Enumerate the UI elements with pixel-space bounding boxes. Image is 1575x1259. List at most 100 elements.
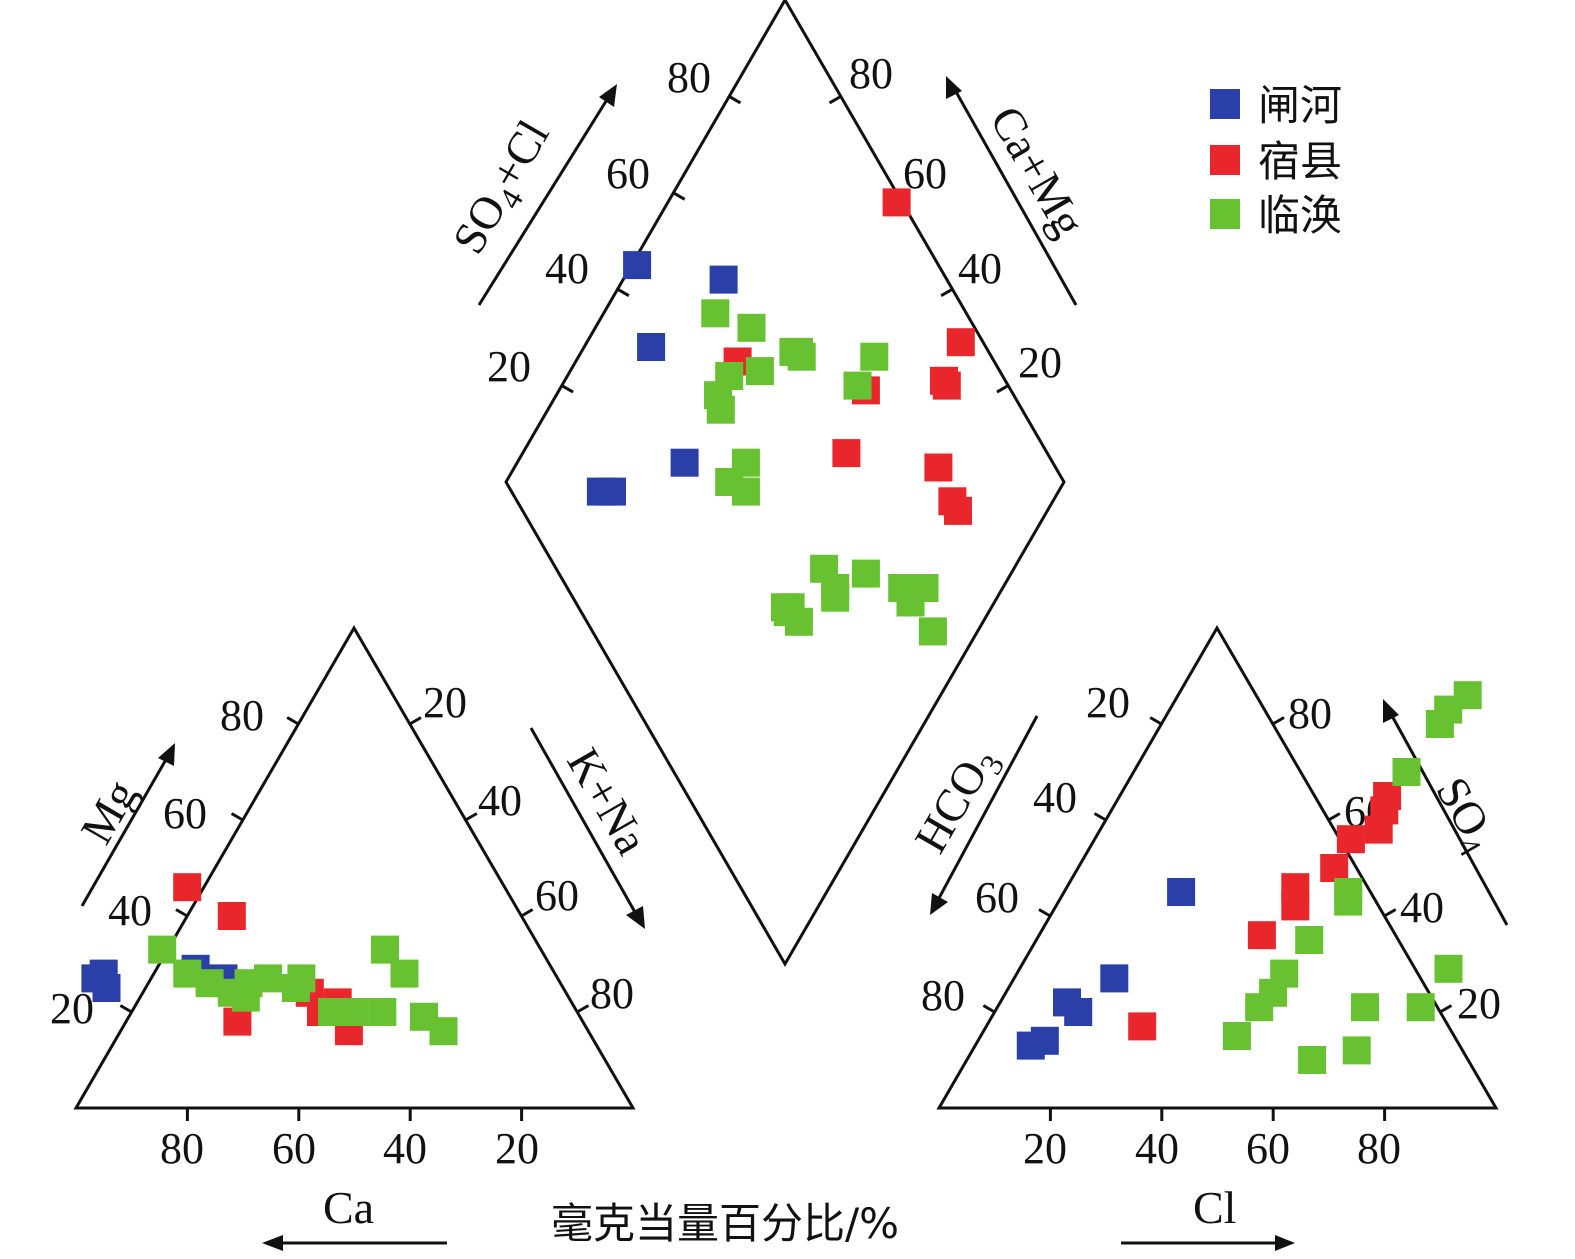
- anion-point-s0-5: [1053, 988, 1081, 1017]
- diamond-point-s1-5: [944, 496, 972, 525]
- anion-point-s2-15: [1259, 978, 1288, 1007]
- axis-title-mg: Mg: [70, 771, 146, 852]
- tick-mg-0: [119, 1004, 133, 1014]
- tick-hco3-1: [1038, 908, 1051, 918]
- tick-mg-3: [286, 716, 300, 726]
- diamond-point-s2-24: [745, 357, 774, 386]
- cation-point-s2-11: [390, 959, 419, 988]
- anion-point-s1-2: [1247, 921, 1276, 950]
- diamond-point-s0-4: [623, 251, 652, 280]
- cation-point-s2-14: [231, 983, 260, 1012]
- diamond-point-s1-9: [924, 453, 953, 482]
- tick-label-camg-80: 80: [849, 49, 893, 98]
- tick-label-so4cl-80: 80: [667, 53, 711, 102]
- tick-label-camg-20: 20: [1018, 338, 1062, 387]
- tick-so4cl-0: [561, 384, 574, 394]
- legend: 闸河 宿县 临涣: [1210, 81, 1342, 240]
- diamond-point-s2-4: [851, 559, 880, 588]
- tick-marks: [119, 95, 1453, 1121]
- anion-point-s1-8: [1281, 873, 1310, 902]
- tick-camg-3: [828, 95, 842, 105]
- tick-label-ca-40: 40: [383, 1124, 427, 1173]
- arrow-so4cl: [477, 84, 617, 306]
- tick-label-kna-20: 20: [423, 678, 467, 727]
- cation-triangle: [73, 625, 636, 1110]
- tick-so4-3: [1272, 716, 1285, 726]
- anion-point-s2-11: [1342, 1036, 1371, 1065]
- tick-hco3-2: [1093, 812, 1107, 822]
- anion-point-s0-1: [1030, 1026, 1059, 1055]
- tick-so4-0: [1439, 1004, 1453, 1014]
- tick-label-hco3-20: 20: [1086, 678, 1130, 727]
- cation-point-s1-1: [217, 902, 246, 930]
- arrow-cl: [1121, 1235, 1295, 1251]
- tick-kna-0: [576, 1004, 590, 1014]
- diamond-point-s2-22: [704, 381, 732, 410]
- tick-label-mg-60: 60: [163, 789, 207, 838]
- tick-so4cl-1: [616, 287, 630, 297]
- anion-point-s1-0: [1128, 1012, 1157, 1041]
- tick-label-so4cl-60: 60: [606, 149, 650, 198]
- axis-title-cl: Cl: [1193, 1182, 1236, 1233]
- diamond-point-s2-11: [771, 593, 799, 622]
- diamond-point-s2-3: [888, 574, 917, 602]
- anion-triangle: [936, 625, 1499, 1110]
- cation-point-s2-9: [368, 998, 397, 1026]
- tick-label-camg-40: 40: [958, 244, 1002, 293]
- tick-hco3-3: [1149, 716, 1163, 726]
- diamond-point-s0-3: [598, 477, 626, 506]
- tick-label-kna-80: 80: [590, 969, 634, 1018]
- diamond-point-s2-23: [779, 337, 808, 366]
- axis-title-so4cl: SO4​+Cl: [442, 112, 564, 266]
- tick-so4cl-2: [672, 191, 686, 201]
- anion-point-s2-10: [1351, 993, 1379, 1022]
- arrow-kna: [529, 727, 645, 929]
- diamond-point-s2-16: [737, 313, 766, 342]
- tick-label-ca-20: 20: [495, 1124, 539, 1173]
- cation-point-s2-0: [148, 935, 177, 964]
- legend-swatch-linhuan: [1210, 199, 1240, 229]
- anion-point-s2-14: [1334, 887, 1363, 916]
- legend-label-linhuan: 临涣: [1258, 191, 1342, 240]
- tick-label-cl-60: 60: [1246, 1124, 1290, 1173]
- diamond: [504, 0, 1066, 967]
- diamond-point-s1-2: [832, 439, 861, 468]
- arrow-mg: [80, 743, 175, 907]
- cation-point-s2-10: [371, 935, 399, 964]
- tick-label-cl-40: 40: [1135, 1124, 1179, 1173]
- cation-point-s1-2: [223, 1007, 252, 1036]
- tick-label-cl-80: 80: [1357, 1124, 1401, 1173]
- tick-kna-3: [409, 716, 422, 726]
- anion-point-s2-12: [1434, 954, 1463, 983]
- data-points: [81, 188, 1482, 1074]
- diamond-point-s2-13: [860, 342, 889, 371]
- tick-label-mg-80: 80: [220, 691, 264, 740]
- tick-label-so4cl-40: 40: [545, 244, 589, 293]
- axis-title-so4: SO4​: [1420, 769, 1508, 863]
- cation-point-s2-13: [429, 1017, 458, 1046]
- cation-point-s2-8: [340, 998, 369, 1026]
- anion-point-s2-9: [1298, 1046, 1327, 1074]
- diamond-point-s2-12: [843, 371, 872, 400]
- tick-label-cl-20: 20: [1023, 1124, 1067, 1173]
- tick-so4-2: [1327, 812, 1341, 822]
- arrow-camg: [946, 76, 1078, 306]
- axis-title-ca: Ca: [323, 1182, 374, 1233]
- tick-camg-0: [996, 384, 1009, 394]
- anion-point-s0-3: [1100, 964, 1129, 993]
- tick-so4-1: [1383, 908, 1397, 918]
- tick-label-hco3-40: 40: [1033, 773, 1077, 822]
- cation-point-s1-0: [173, 873, 202, 902]
- cation-point-s0-2: [89, 959, 118, 988]
- diamond-point-s1-4: [930, 366, 958, 395]
- diamond-point-s2-6: [810, 554, 839, 583]
- anion-point-s2-5: [1392, 758, 1421, 786]
- anion-point-s2-7: [1453, 681, 1482, 710]
- diamond-point-s2-0: [918, 617, 947, 646]
- tick-label-so4-40: 40: [1400, 883, 1444, 932]
- diamond-point-s1-7: [946, 328, 975, 357]
- tick-kna-2: [464, 812, 478, 822]
- diamond-point-s2-20: [715, 468, 744, 496]
- anion-point-s2-1: [1295, 926, 1324, 954]
